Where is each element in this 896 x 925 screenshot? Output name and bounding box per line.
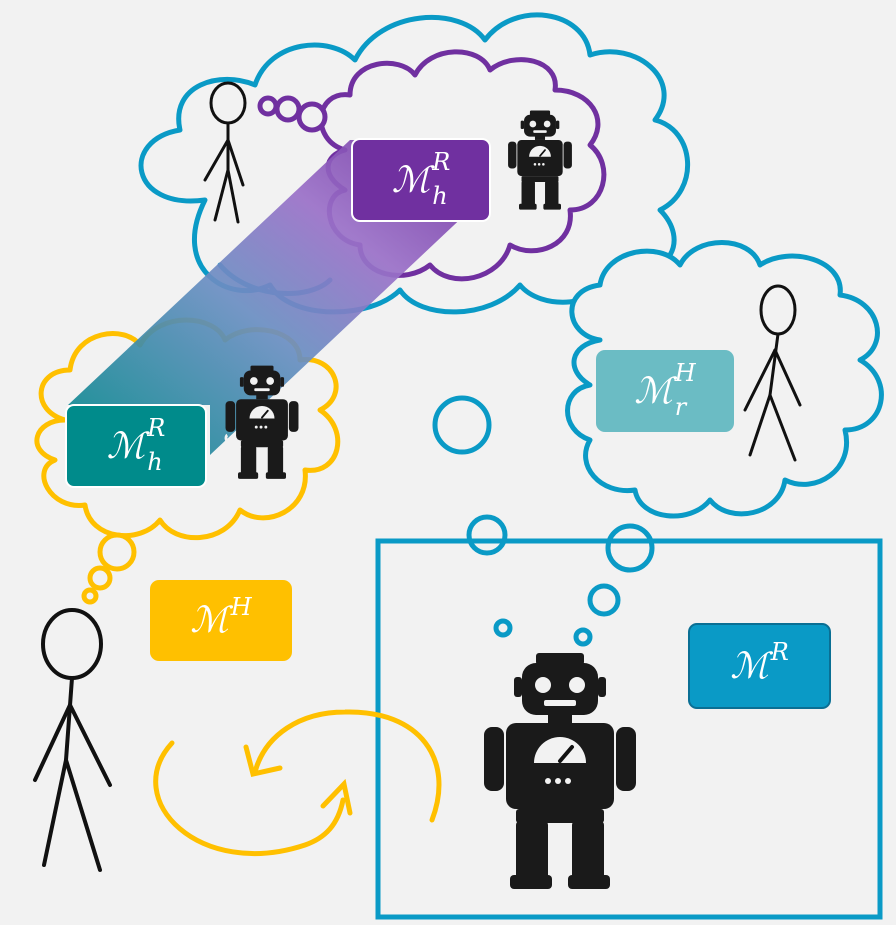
human-figure: [33, 608, 112, 872]
label-base: ℳ: [106, 425, 146, 467]
label-base: ℳ: [730, 645, 769, 687]
label-sup: R: [770, 638, 789, 666]
human-model-of-robot-label: ℳ R h: [65, 404, 207, 488]
label-base: ℳ: [190, 600, 229, 641]
label-base: ℳ: [391, 159, 431, 201]
label-sup: H: [674, 359, 696, 387]
label-sub: h: [432, 182, 448, 210]
robot-frame: [375, 538, 883, 920]
human-model-label: ℳ H: [150, 580, 292, 661]
label-sub: r: [674, 393, 687, 421]
robot-figure: [482, 653, 638, 889]
label-sup: H: [230, 592, 252, 621]
label-sup: R: [432, 148, 451, 176]
nested-thought-bubbles: [257, 95, 328, 133]
robot-thought-bubbles: [432, 395, 655, 647]
nested-human-model-of-robot-label: ℳ R h: [351, 138, 491, 222]
label-sub: h: [147, 448, 163, 476]
interaction-cycle: [153, 709, 442, 857]
human-thought-bubbles: [81, 532, 137, 605]
label-sup: R: [147, 414, 166, 442]
robot-model-of-human-label: ℳ H r: [596, 350, 734, 432]
human-figure-in-robot-thought: [203, 81, 247, 224]
label-base: ℳ: [634, 370, 673, 412]
robot-model-label: ℳ R: [688, 623, 831, 709]
human-figure-in-robot-cloud: [743, 284, 802, 462]
